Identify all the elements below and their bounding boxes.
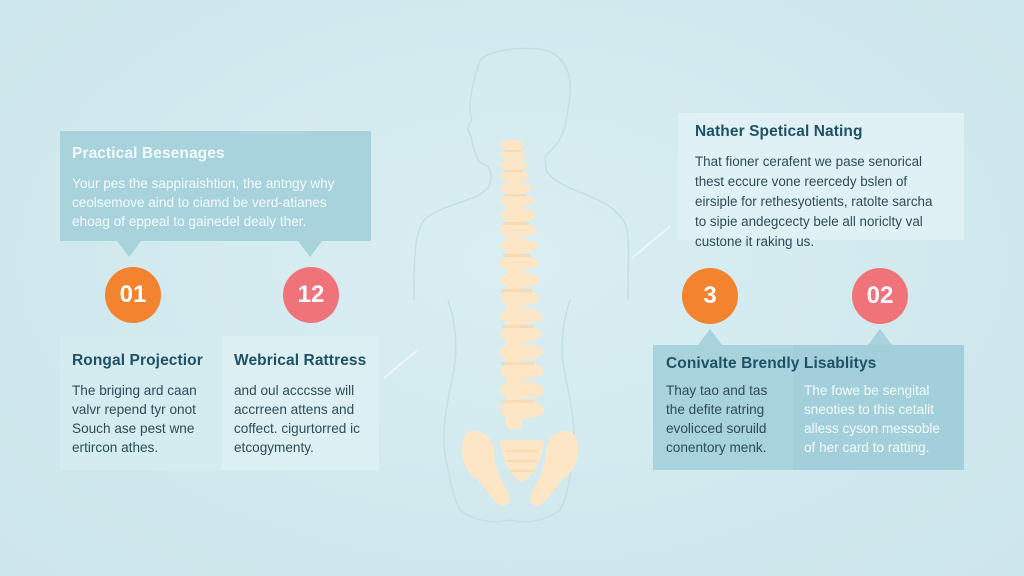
human-body-outline-icon	[413, 47, 630, 523]
step-badge-3: 3	[682, 268, 738, 324]
badge-label: 3	[703, 282, 717, 309]
pointer-arrow	[298, 241, 322, 257]
step-badge-01: 01	[105, 267, 161, 323]
card-conivalte: The fowe be sengital sneoties to this ce…	[653, 345, 964, 470]
pointer-arrow	[698, 329, 722, 345]
card-body: and oul acccsse will accrreen attens and…	[234, 383, 360, 455]
card-title: Rongal Projectior	[72, 352, 203, 369]
card-body: The briging ard caan valvr repend tyr on…	[72, 383, 197, 455]
card-right-column: The fowe be sengital sneoties to this ce…	[793, 345, 964, 470]
card-body-left: Thay tao and tas the defite ratring evol…	[666, 383, 768, 455]
card-title: Conivalte Brendly Lisablitys	[666, 355, 877, 372]
card-nather: Nather Spetical Nating That fioner ceraf…	[678, 113, 964, 249]
card-webrical: Webrical Rattress and oul acccsse will a…	[222, 336, 379, 470]
card-body: That fioner cerafent we pase senorical t…	[695, 154, 933, 249]
badge-label: 01	[119, 281, 147, 308]
badge-label: 02	[866, 282, 894, 309]
card-practical: Practical Besenages Your pes the sappira…	[60, 131, 371, 241]
card-body-right: The fowe be sengital sneoties to this ce…	[804, 383, 940, 455]
card-title: Nather Spetical Nating	[695, 123, 863, 140]
badge-label: 12	[297, 281, 325, 308]
step-badge-02: 02	[852, 268, 908, 324]
pointer-arrow	[117, 241, 141, 257]
card-title: Webrical Rattress	[234, 352, 367, 369]
card-body: Your pes the sappiraishtion, the antngy …	[72, 176, 335, 229]
pointer-arrow	[868, 329, 892, 345]
spine-icon	[461, 140, 579, 506]
card-rongal: Rongal Projectior The briging ard caan v…	[60, 336, 222, 470]
step-badge-12: 12	[283, 267, 339, 323]
card-title: Practical Besenages	[72, 145, 225, 162]
